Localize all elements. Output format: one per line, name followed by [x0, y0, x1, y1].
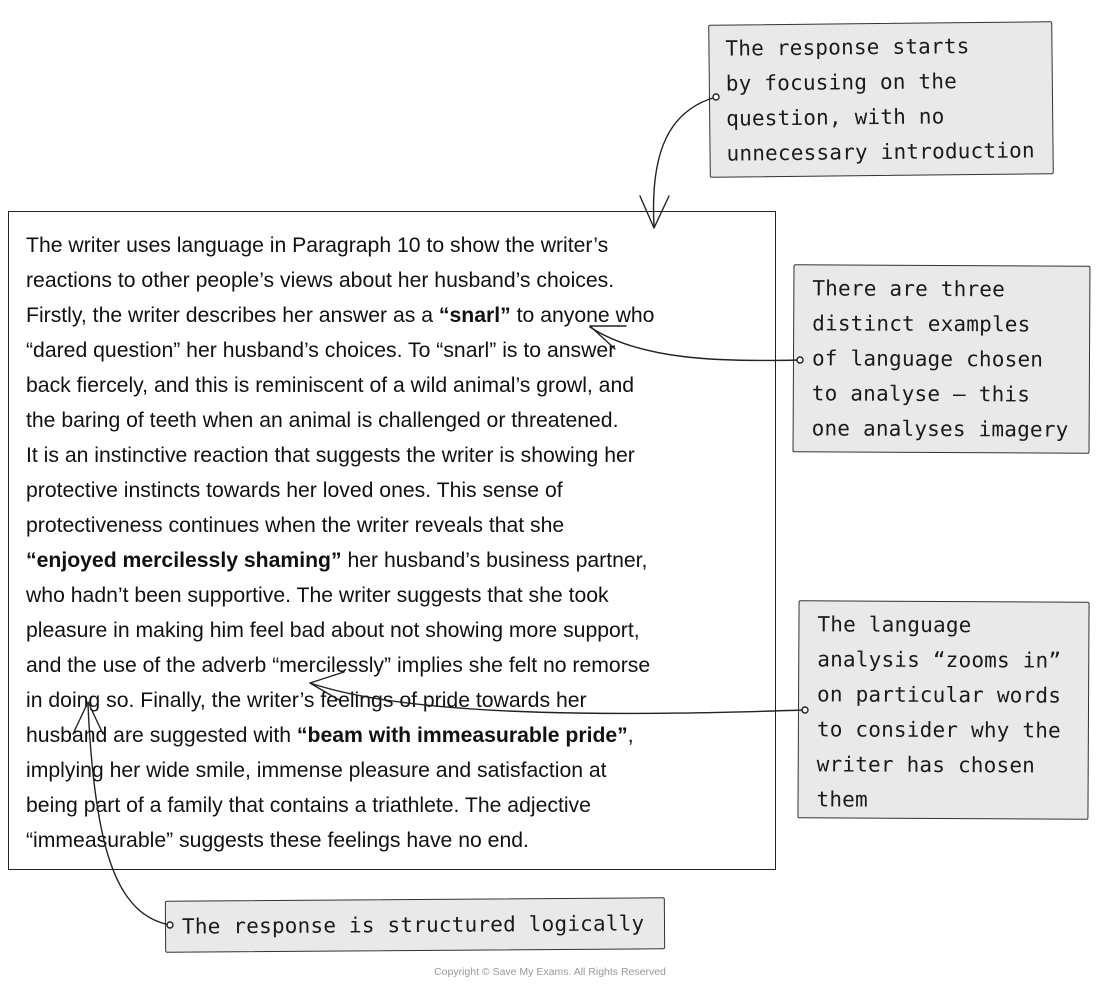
essay-line: The writer uses language in Paragraph 10… [26, 228, 771, 263]
essay-text-run: to anyone who [510, 304, 655, 327]
essay-text-run: implying her wide smile, immense pleasur… [26, 759, 607, 782]
essay-line: Firstly, the writer describes her answer… [26, 298, 771, 333]
quoted-phrase: “beam with immeasurable pride” [296, 724, 628, 747]
essay-line: “dared question” her husband’s choices. … [26, 333, 771, 368]
note-line: to analyse – this [811, 381, 1031, 407]
essay-text-run: It is an instinctive reaction that sugge… [26, 444, 635, 467]
essay-text-run: who hadn’t been supportive. The writer s… [26, 584, 609, 607]
essay-text-run: her husband’s business partner, [341, 549, 648, 572]
note-line: by focusing on the [725, 69, 958, 96]
essay-box: The writer uses language in Paragraph 10… [8, 211, 776, 870]
note-line: analysis “zooms in” [817, 647, 1062, 673]
essay-line: protective instincts towards her loved o… [26, 473, 771, 508]
essay-text-run: husband are suggested with [26, 724, 297, 747]
essay-line: the baring of teeth when an animal is ch… [26, 403, 771, 438]
essay-text-run: The writer uses language in Paragraph 10… [26, 234, 609, 257]
note-line: unnecessary introduction [726, 138, 1035, 166]
arrow-focus [652, 96, 717, 227]
annotation-note-focus: The response starts by focusing on the q… [708, 21, 1054, 178]
essay-text-run: “immeasurable” suggests these feelings h… [26, 829, 529, 852]
note-line: one analyses imagery [811, 416, 1069, 442]
essay-line: implying her wide smile, immense pleasur… [26, 753, 771, 788]
annotation-note-structure: The response is structured logically [164, 897, 666, 953]
essay-line: protectiveness continues when the writer… [26, 508, 771, 543]
essay-text-run: reactions to other people’s views about … [26, 269, 615, 292]
note-line: to consider why the [816, 717, 1061, 743]
essay-text-run: in doing so. Finally, the writer’s feeli… [26, 689, 587, 712]
note-line: The response starts [725, 34, 970, 61]
essay-line: and the use of the adverb “mercilessly” … [26, 648, 771, 683]
essay-text-run: the baring of teeth when an animal is ch… [26, 409, 619, 432]
essay-line: It is an instinctive reaction that sugge… [26, 438, 771, 473]
note-line: distinct examples [812, 311, 1031, 337]
note-line: of language chosen [811, 346, 1044, 372]
essay-text-run: pleasure in making him feel bad about no… [26, 619, 640, 642]
essay-line: who hadn’t been supportive. The writer s… [26, 578, 771, 613]
essay-line: being part of a family that contains a t… [26, 788, 771, 823]
essay-line: pleasure in making him feel bad about no… [26, 613, 771, 648]
note-line: them [816, 787, 868, 812]
essay-text-run: protectiveness continues when the writer… [26, 514, 565, 537]
note-line: writer has chosen [816, 752, 1036, 778]
annotation-note-examples: There are three distinct examples of lan… [792, 264, 1091, 454]
essay-text: The writer uses language in Paragraph 10… [26, 228, 771, 858]
quoted-phrase: “snarl” [438, 304, 511, 327]
essay-line: back fiercely, and this is reminiscent o… [26, 368, 771, 403]
essay-text-run: being part of a family that contains a t… [26, 794, 591, 817]
note-line: on particular words [817, 682, 1062, 708]
quoted-phrase: “enjoyed mercilessly shaming” [26, 549, 342, 572]
note-line: The response is structured logically [181, 911, 645, 939]
copyright-notice: Copyright © Save My Exams. All Rights Re… [434, 966, 666, 978]
essay-text-run: Firstly, the writer describes her answer… [26, 304, 439, 327]
essay-line: in doing so. Finally, the writer’s feeli… [26, 683, 771, 718]
note-line: There are three [812, 276, 1006, 302]
essay-text-run: , [627, 724, 634, 747]
essay-line: reactions to other people’s views about … [26, 263, 771, 298]
essay-text-run: protective instincts towards her loved o… [26, 479, 563, 502]
essay-text-run: back fiercely, and this is reminiscent o… [26, 374, 635, 397]
essay-text-run: and the use of the adverb “mercilessly” … [26, 654, 651, 677]
annotation-note-zoom: The language analysis “zooms in” on part… [797, 600, 1090, 820]
essay-line: “enjoyed mercilessly shaming” her husban… [26, 543, 771, 578]
essay-line: husband are suggested with “beam with im… [26, 718, 771, 753]
essay-text-run: “dared question” her husband’s choices. … [26, 339, 616, 362]
essay-line: “immeasurable” suggests these feelings h… [26, 823, 771, 858]
note-line: The language [817, 612, 972, 638]
note-line: question, with no [726, 104, 945, 131]
